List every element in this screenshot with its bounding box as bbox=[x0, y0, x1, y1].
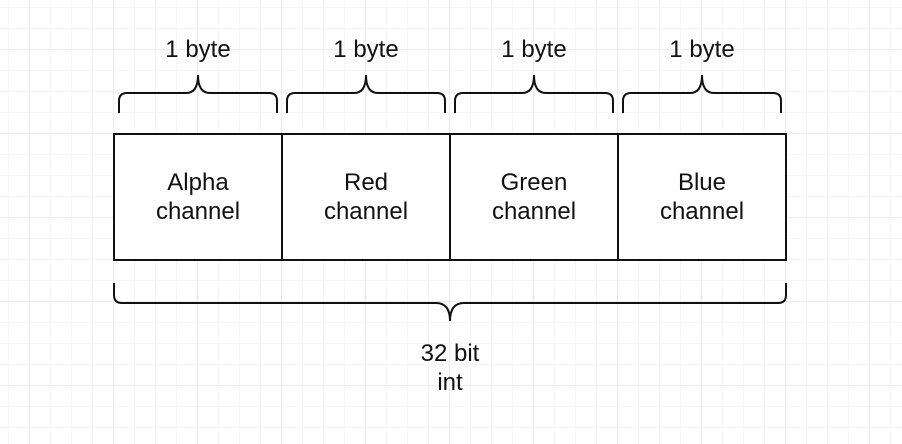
cell-alpha-line1: Alpha bbox=[167, 169, 229, 196]
byte-label-alpha: 1 byte bbox=[165, 36, 231, 63]
pixel-int-layout: Alpha channel Red channel Green channel … bbox=[113, 133, 787, 261]
cell-green-channel: Green channel bbox=[451, 135, 619, 259]
brace-red bbox=[286, 74, 446, 113]
brace-green bbox=[454, 74, 614, 113]
cell-green-line1: Green bbox=[500, 169, 568, 196]
cell-blue-channel: Blue channel bbox=[619, 135, 785, 259]
total-line2: int bbox=[437, 369, 463, 396]
byte-label-red: 1 byte bbox=[333, 36, 399, 63]
byte-label-blue: 1 byte bbox=[669, 36, 735, 63]
cell-alpha-line2: channel bbox=[155, 198, 241, 225]
cell-red-channel: Red channel bbox=[283, 135, 451, 259]
cell-green-line2: channel bbox=[491, 198, 577, 225]
total-line1: 32 bit bbox=[420, 340, 480, 367]
cell-red-line2: channel bbox=[323, 198, 409, 225]
cell-blue-line2: channel bbox=[659, 198, 745, 225]
brace-blue bbox=[622, 74, 782, 113]
cell-red-line1: Red bbox=[343, 169, 389, 196]
cell-alpha-channel: Alpha channel bbox=[115, 135, 283, 259]
cell-blue-line1: Blue bbox=[677, 169, 727, 196]
total-size-label: 32 bit int bbox=[370, 339, 530, 397]
brace-total bbox=[113, 283, 787, 322]
byte-label-green: 1 byte bbox=[501, 36, 567, 63]
brace-alpha bbox=[118, 74, 278, 113]
